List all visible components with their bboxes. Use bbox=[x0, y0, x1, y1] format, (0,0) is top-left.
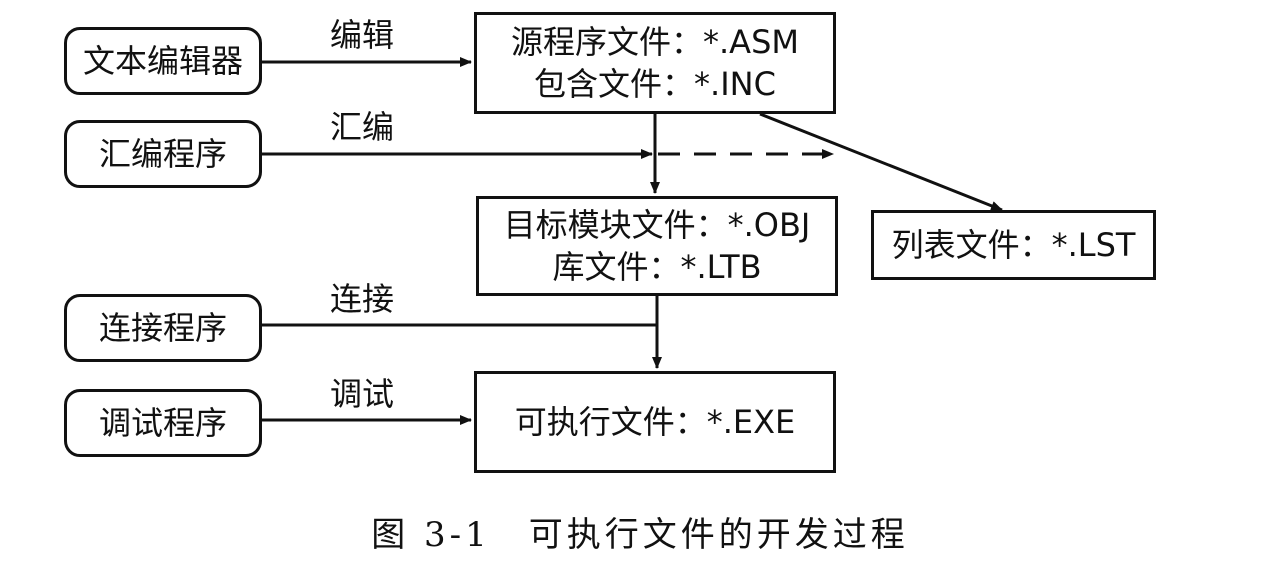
debugger-label: 调试程序 bbox=[98, 404, 227, 442]
text-editor-label: 文本编辑器 bbox=[82, 42, 243, 80]
assembler-box: 汇编程序 bbox=[64, 120, 262, 188]
linker-label: 连接程序 bbox=[98, 309, 227, 347]
source-to-listing-arrow bbox=[759, 112, 1003, 212]
assemble-action-label: 汇编 bbox=[330, 108, 395, 146]
executable-file-box: 可执行文件：*.EXE bbox=[474, 371, 836, 473]
source-file-line-1: 源程序文件：*.ASM bbox=[511, 23, 799, 61]
debugger-box: 调试程序 bbox=[64, 389, 262, 457]
assembler-label: 汇编程序 bbox=[98, 135, 227, 173]
executable-file-label: 可执行文件：*.EXE bbox=[514, 403, 796, 441]
linker-box: 连接程序 bbox=[64, 294, 262, 362]
include-file-line-2: 包含文件：*.INC bbox=[534, 65, 776, 103]
object-file-box: 目标模块文件：*.OBJ 库文件：*.LTB bbox=[476, 196, 838, 296]
link-action-label: 连接 bbox=[330, 280, 395, 318]
library-file-line-2: 库文件：*.LTB bbox=[552, 248, 762, 286]
debug-action-label: 调试 bbox=[330, 375, 395, 413]
figure-caption: 图 3-1 可执行文件的开发过程 bbox=[371, 515, 909, 555]
listing-file-box: 列表文件：*.LST bbox=[871, 210, 1156, 280]
text-editor-box: 文本编辑器 bbox=[64, 27, 262, 95]
object-file-line-1: 目标模块文件：*.OBJ bbox=[503, 206, 811, 244]
source-file-box: 源程序文件：*.ASM 包含文件：*.INC bbox=[474, 12, 836, 114]
edit-action-label: 编辑 bbox=[330, 16, 395, 54]
listing-file-label: 列表文件：*.LST bbox=[891, 226, 1136, 264]
